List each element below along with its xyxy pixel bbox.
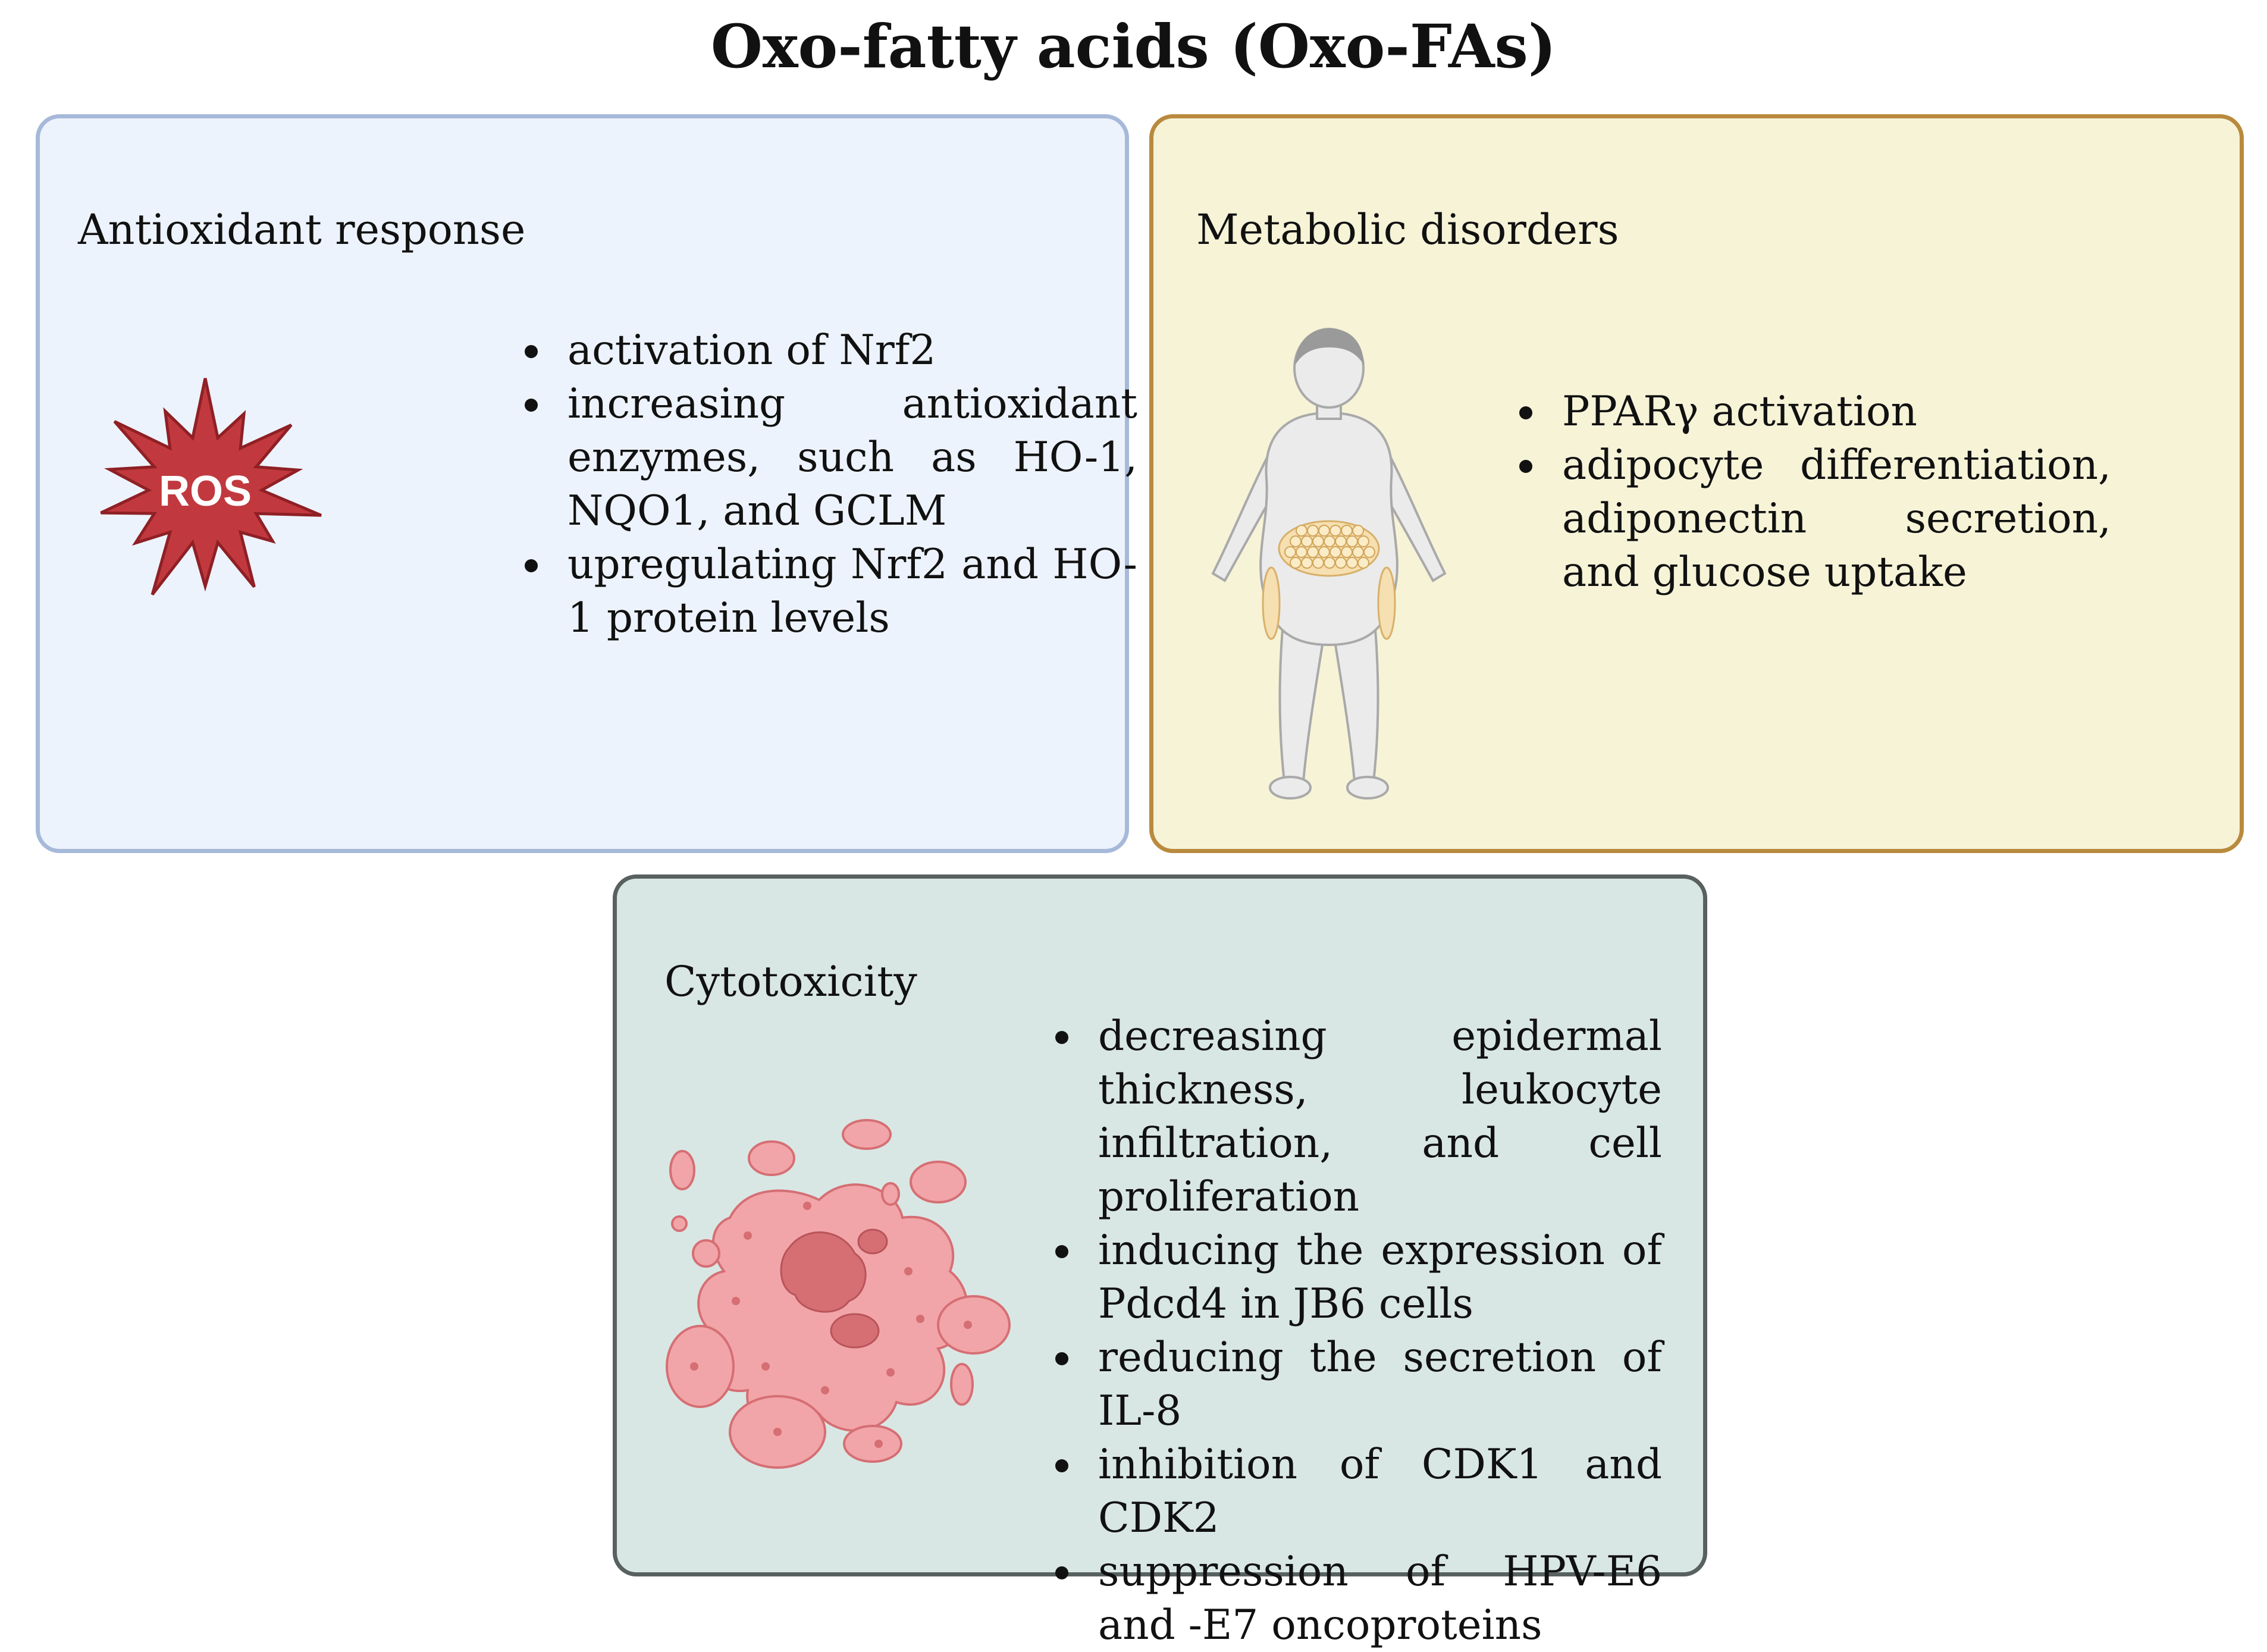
list-item: increasing antioxidant enzymes, such as … <box>519 377 1137 538</box>
cytotoxicity-panel: Cytotoxicity decreasing epidermal <box>613 874 1707 1649</box>
metabolic-bullet-list: PPARγ activation adipocyte differentiati… <box>1513 385 2111 599</box>
obese-person-icon <box>1211 328 1447 800</box>
list-item: reducing the secretion of IL-8 <box>1049 1331 1662 1438</box>
list-item: suppression of HPV-E6 and -E7 oncoprotei… <box>1049 1545 1662 1652</box>
diagram-title: Oxo-fatty acids (Oxo-FAs) <box>710 11 1557 81</box>
cell-cluster-icon <box>666 1119 1011 1469</box>
metabolic-panel: Metabolic disorders PPARγ acti <box>1149 114 2244 853</box>
ros-starburst-icon: ROS <box>100 378 322 596</box>
metabolic-panel-title: Metabolic disorders <box>1196 205 1619 254</box>
list-item: inhibition of CDK1 and CDK2 <box>1049 1438 1662 1545</box>
ros-label: ROS <box>159 468 252 515</box>
list-item: upregulating Nrf2 and HO-1 protein level… <box>519 538 1137 645</box>
cytotoxicity-panel-title: Cytotoxicity <box>664 957 917 1006</box>
antioxidant-panel-title: Antioxidant response <box>78 205 526 254</box>
antioxidant-panel: Antioxidant response ROS activation of N… <box>36 114 1137 853</box>
cytotoxicity-bullet-list: decreasing epidermal thickness, leukocyt… <box>1049 1010 1662 1652</box>
list-item: activation of Nrf2 <box>519 324 1137 377</box>
list-item: inducing the expression of Pdcd4 in JB6 … <box>1049 1224 1662 1331</box>
list-item: adipocyte differentiation, adiponectin s… <box>1513 438 2111 599</box>
list-item: PPARγ activation <box>1513 385 2111 438</box>
list-item: decreasing epidermal thickness, leukocyt… <box>1049 1010 1662 1224</box>
antioxidant-bullet-list: activation of Nrf2 increasing antioxidan… <box>519 324 1137 645</box>
